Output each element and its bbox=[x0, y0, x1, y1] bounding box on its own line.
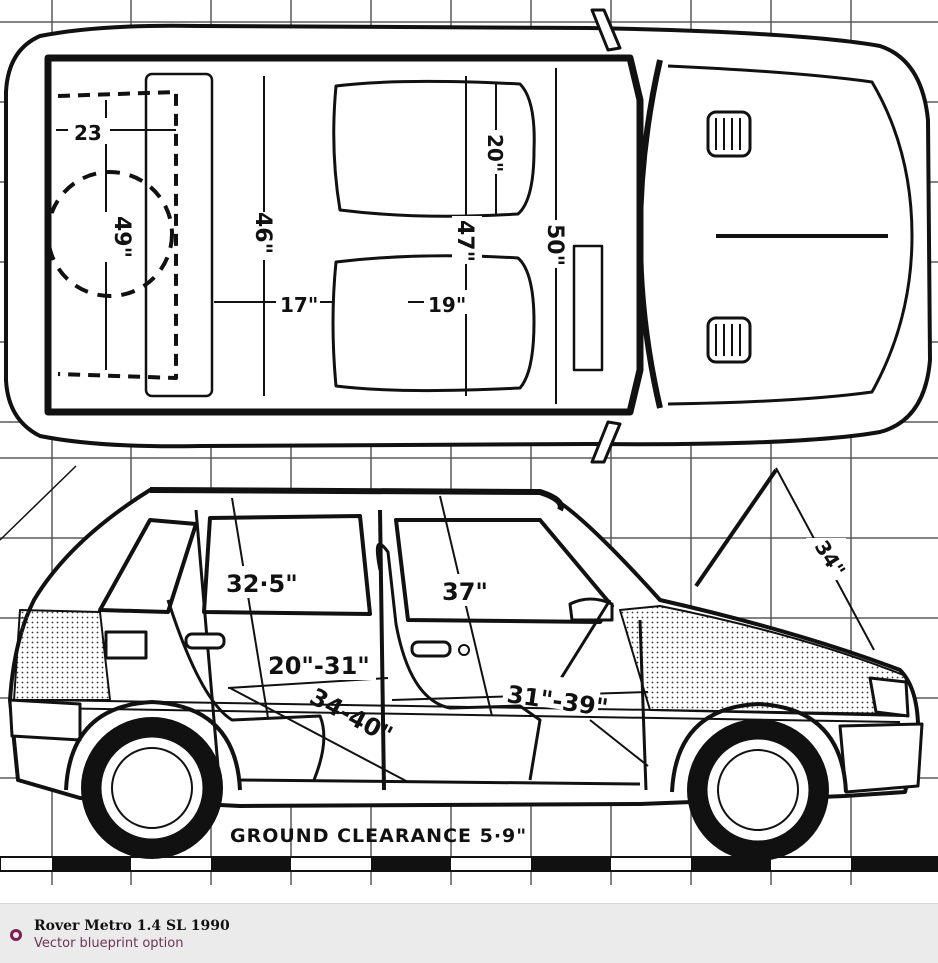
label-seat-gap: 17" bbox=[280, 293, 318, 317]
radio-icon[interactable] bbox=[10, 929, 22, 941]
label-boot-depth: 23 bbox=[74, 121, 102, 145]
car-blueprint: 23 49" 46" 17" 19" 20" 47" 50" bbox=[0, 0, 938, 885]
label-front-seat-width: 19" bbox=[428, 293, 466, 317]
label-rear-height: 46" bbox=[250, 212, 275, 254]
label-rear-legroom: 20"-31" bbox=[268, 652, 370, 680]
footer-subtitle: Vector blueprint option bbox=[34, 936, 184, 951]
label-ground-clearance: GROUND CLEARANCE 5·9" bbox=[230, 825, 527, 847]
label-rear-headroom: 32·5" bbox=[226, 570, 298, 598]
label-boot-width: 49" bbox=[109, 216, 134, 258]
label-cabin-width: 50" bbox=[542, 224, 567, 266]
footer-bar: Rover Metro 1.4 SL 1990 Vector blueprint… bbox=[0, 903, 938, 963]
side-view-labels: 32·5" 37" 20"-31" 34-40" 31"-39" 34" GRO… bbox=[222, 536, 850, 847]
footer-title: Rover Metro 1.4 SL 1990 bbox=[34, 918, 230, 934]
side-view-dimension-lines bbox=[0, 465, 875, 783]
label-front-headroom: 37" bbox=[442, 578, 488, 606]
label-seat-depth: 20" bbox=[483, 134, 507, 172]
scale-bar bbox=[0, 856, 938, 872]
top-view-labels: 23 49" 46" 17" 19" 20" 47" 50" bbox=[68, 118, 572, 317]
label-front-shoulder: 47" bbox=[452, 220, 477, 262]
side-view-car bbox=[8, 487, 924, 861]
